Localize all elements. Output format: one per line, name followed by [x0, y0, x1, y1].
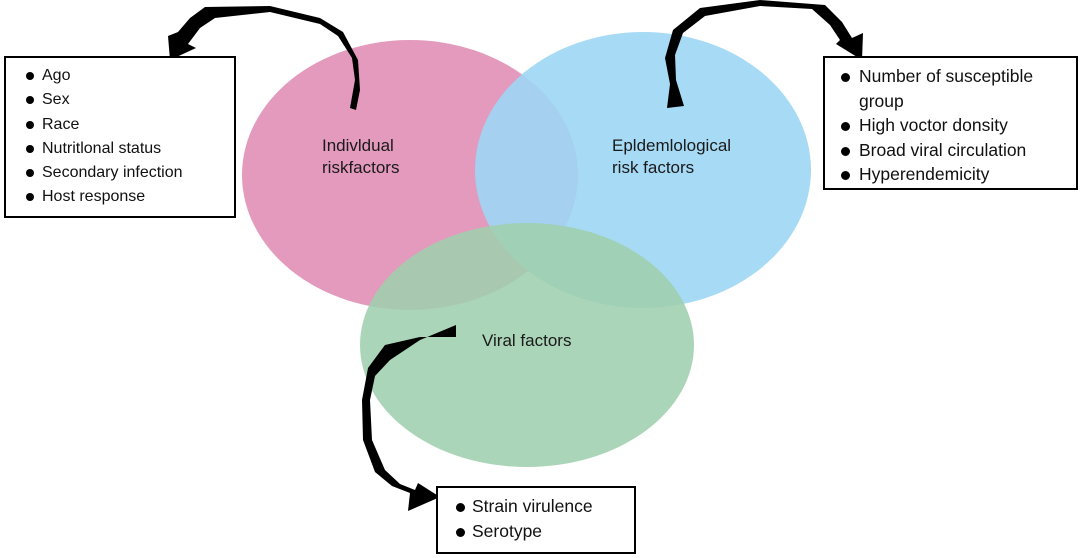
individual-factors-box: Ago Sex Race Nutritlonal status Secondar…: [4, 56, 236, 218]
list-item: Number of susceptible group: [839, 64, 1076, 113]
list-item: Strain virulence: [454, 494, 634, 519]
individual-label-line1: Indivldual: [322, 136, 394, 155]
epidemiological-label-line1: Epldemlological: [612, 136, 732, 155]
list-item: Broad viral circulation: [839, 138, 1076, 163]
list-item: Host response: [24, 185, 234, 209]
epidemiological-factors-box: Number of susceptible group High voctor …: [823, 56, 1078, 190]
individual-label-line2: riskfactors: [322, 158, 400, 177]
list-item: Hyperendemicity: [839, 162, 1076, 187]
viral-factors-box: Strain virulence Serotype: [436, 486, 636, 554]
list-item: Race: [24, 113, 234, 137]
list-item: Sex: [24, 88, 234, 112]
epidemiological-label: Epldemlological risk factors: [612, 135, 731, 179]
circle-viral: [360, 223, 694, 467]
list-item: Nutritlonal status: [24, 137, 234, 161]
epidemiological-label-line2: risk factors: [612, 158, 695, 177]
list-item: Serotype: [454, 519, 634, 544]
list-item: Ago: [24, 64, 234, 88]
list-item: High voctor donsity: [839, 113, 1076, 138]
list-item: Secondary infection: [24, 161, 234, 185]
viral-label: Viral factors: [482, 331, 572, 350]
individual-label: Indivldual riskfactors: [322, 135, 399, 179]
